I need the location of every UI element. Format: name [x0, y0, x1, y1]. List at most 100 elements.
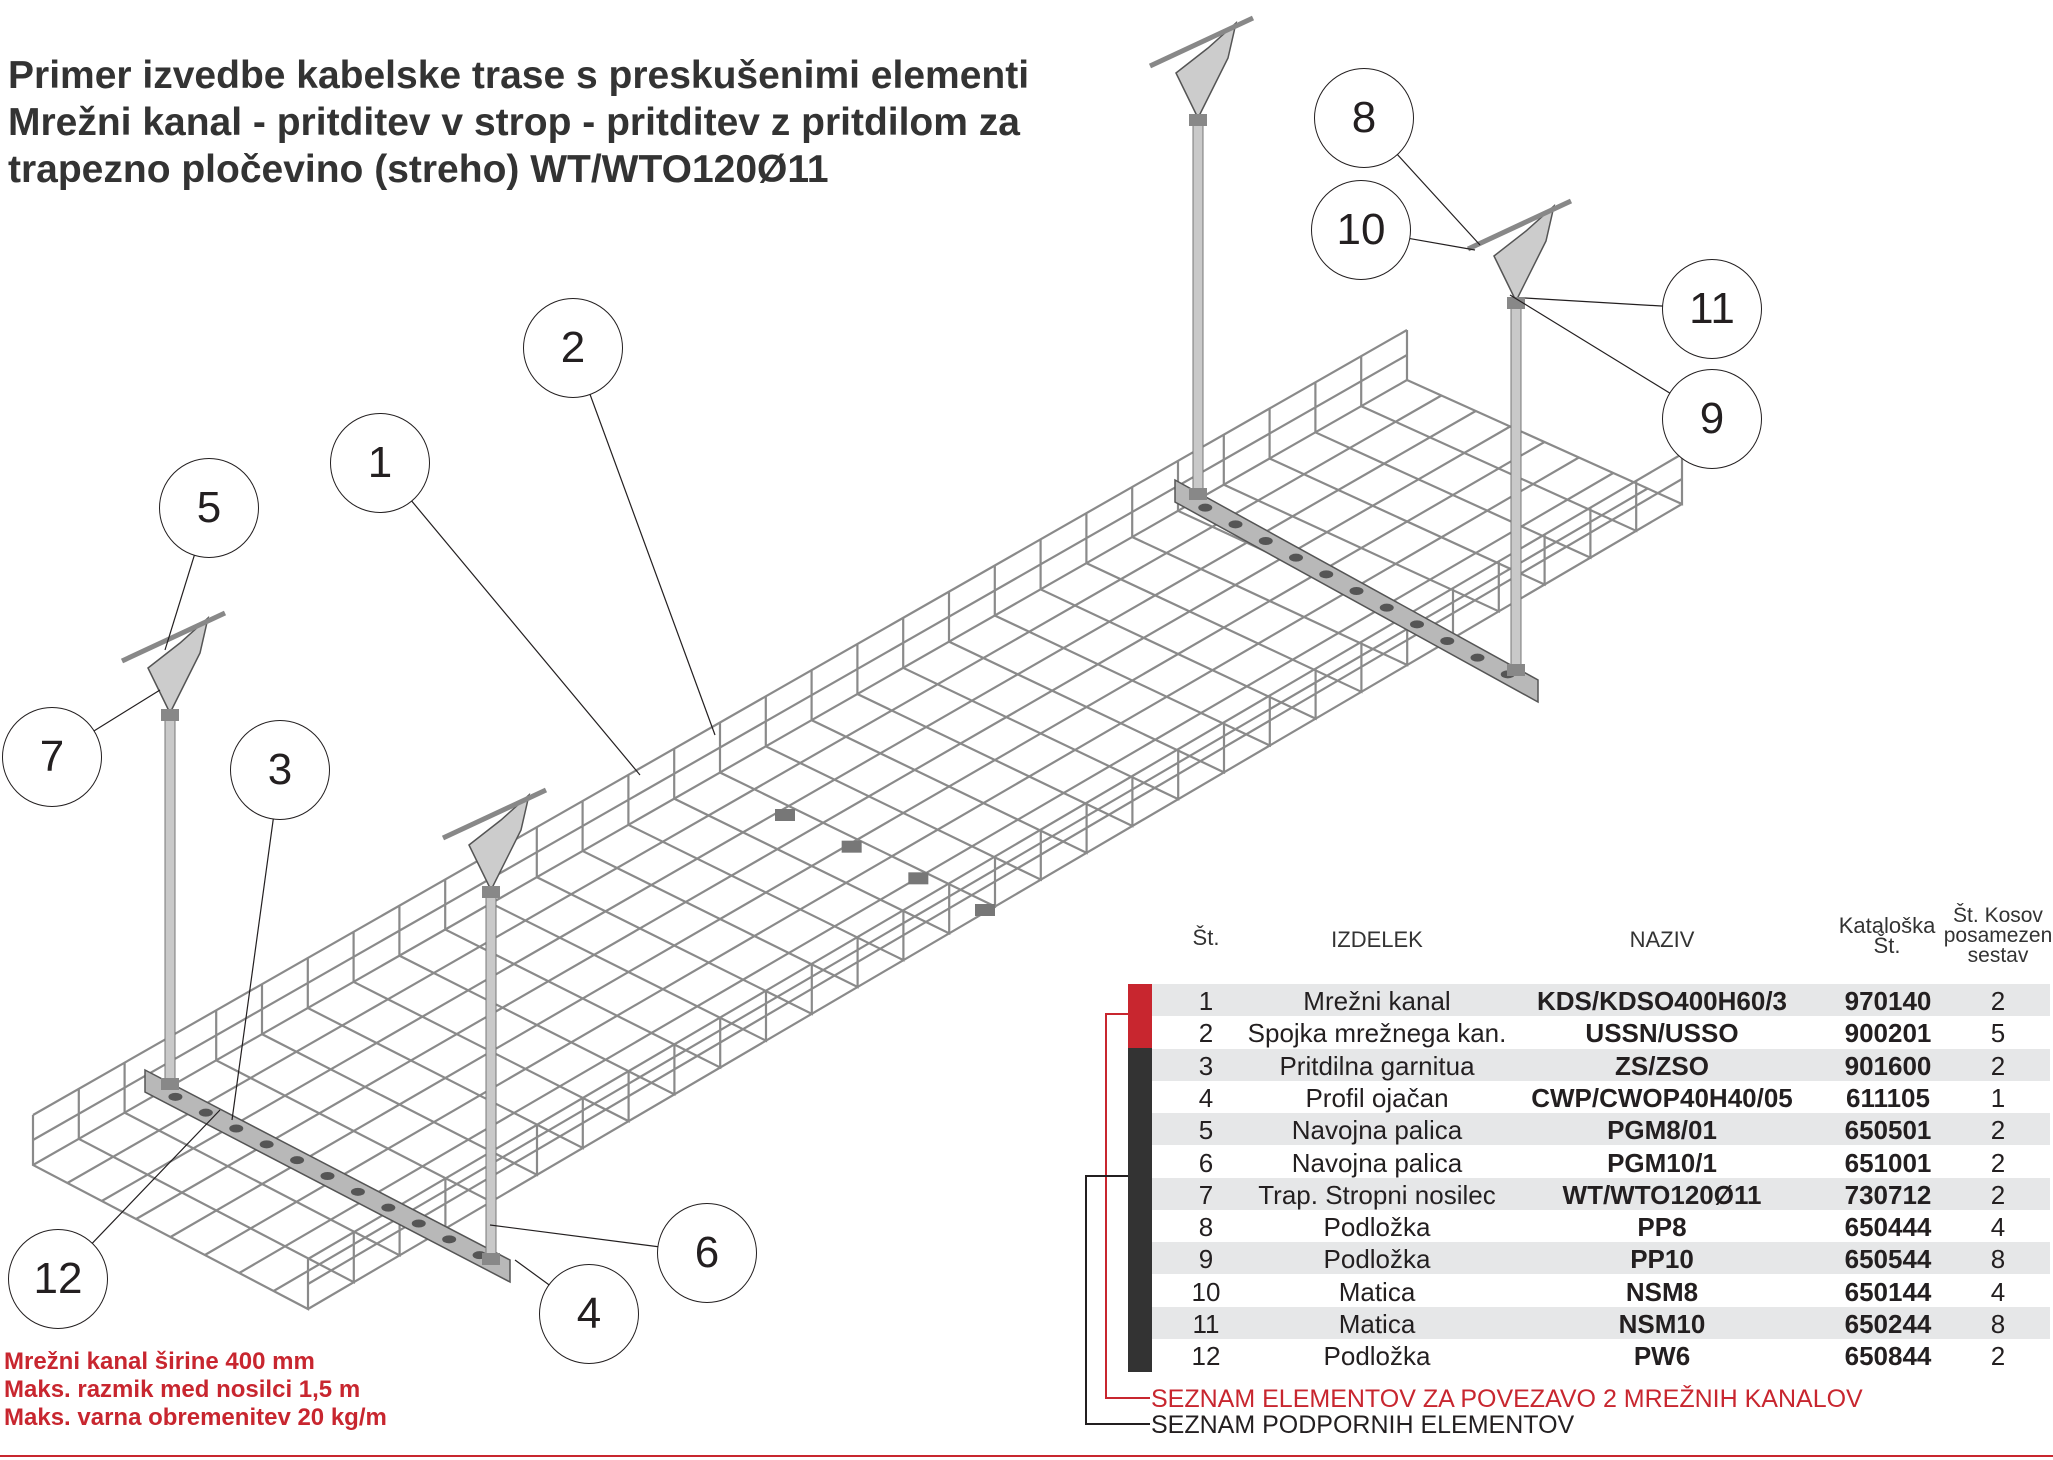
callout-8: 8	[1314, 68, 1414, 168]
callout-11: 11	[1662, 259, 1762, 359]
nut	[161, 1078, 179, 1090]
nut	[161, 709, 179, 721]
cell-qty: 2	[1990, 1341, 2006, 1372]
profile-slot	[290, 1156, 305, 1165]
header-catalog-line: Št.	[1873, 933, 1901, 958]
connector-clip	[841, 840, 862, 853]
profile-slot	[1440, 637, 1455, 645]
connector-clip	[775, 809, 795, 821]
cell-name: ZS/ZSO	[1615, 1050, 1709, 1081]
cell-catalog: 970140	[1844, 986, 1932, 1016]
cell-catalog: 650244	[1844, 1309, 1932, 1339]
profile-slot	[1349, 587, 1364, 595]
nut	[1189, 114, 1207, 126]
cell-catalog: 650501	[1844, 1115, 1932, 1146]
callout-1: 1	[330, 413, 430, 513]
cell-name: PGM10/1	[1607, 1147, 1717, 1178]
cell-name: PP10	[1630, 1244, 1694, 1275]
cell-no: 4	[1198, 1082, 1214, 1113]
cell-no: 2	[1198, 1018, 1214, 1049]
profile-slot	[259, 1140, 274, 1149]
header-no: Št.	[1192, 925, 1220, 950]
legend-support: SEZNAM PODPORNIH ELEMENTOV	[1151, 1411, 1575, 1439]
cell-qty: 2	[1990, 986, 2006, 1016]
cell-no: 10	[1191, 1276, 1221, 1307]
support-bracket-line	[1085, 1175, 1150, 1425]
cell-qty: 8	[1990, 1309, 2006, 1339]
cell-no: 11	[1192, 1309, 1220, 1339]
cell-catalog: 611105	[1846, 1082, 1930, 1113]
support-group-bar	[1128, 1048, 1152, 1372]
legend-connection: SEZNAM ELEMENTOV ZA POVEZAVO 2 MREŽNIH K…	[1151, 1385, 1863, 1413]
cell-name: NSM10	[1618, 1309, 1706, 1339]
cell-no: 1	[1198, 986, 1214, 1016]
cell-name: KDS/KDSO400H60/3	[1537, 986, 1787, 1016]
leader-line	[379, 462, 641, 776]
callout-3: 3	[230, 720, 330, 820]
connector-clip	[908, 872, 929, 885]
cell-catalog: 901600	[1844, 1050, 1932, 1081]
cell-qty: 4	[1990, 1276, 2006, 1307]
cell-product: Podložka	[1323, 1341, 1431, 1372]
note-spacing: Maks. razmik med nosilci 1,5 m	[4, 1376, 361, 1403]
bracket-bolt	[1466, 198, 1573, 252]
cell-qty: 1	[1990, 1082, 2006, 1113]
profile-slot	[1289, 553, 1303, 562]
table-row: 1 Mrežni kanal KDS/KDSO400H60/3 970140 2	[1152, 984, 2050, 1016]
nut	[1189, 488, 1207, 500]
header-product: IZDELEK	[1331, 927, 1423, 952]
cell-product: Navojna palica	[1291, 1115, 1463, 1146]
profile-slot	[1228, 520, 1243, 529]
cell-qty: 8	[1990, 1244, 2006, 1275]
nut	[482, 886, 500, 898]
cell-qty: 2	[1990, 1147, 2006, 1178]
note-load: Maks. varna obremenitev 20 kg/m	[4, 1404, 387, 1431]
cell-qty: 2	[1990, 1115, 2006, 1146]
tray-side-wire	[32, 329, 1408, 1116]
tray-long-wire	[66, 394, 1442, 1184]
title-line: Primer izvedbe kabelske trase s preskuše…	[8, 54, 1030, 97]
callout-5: 5	[159, 458, 259, 558]
trapezoid-ceiling-bracket	[147, 615, 210, 715]
cell-name: NSM8	[1625, 1276, 1699, 1307]
nut	[1507, 664, 1525, 676]
cell-catalog: 900201	[1844, 1018, 1932, 1049]
cell-product: Trap. Stropni nosilec	[1258, 1179, 1496, 1210]
tray-long-wire	[32, 379, 1408, 1166]
cell-product: Podložka	[1323, 1244, 1431, 1275]
profile-slot	[442, 1235, 457, 1244]
trapezoid-ceiling-bracket	[468, 792, 531, 892]
cell-product: Pritdilna garnitua	[1279, 1050, 1475, 1081]
cell-no: 8	[1198, 1212, 1214, 1243]
profile-slot	[1319, 570, 1334, 579]
header-qty: Št. Kosov posamezen sestav	[1944, 904, 2053, 966]
connector-clip	[975, 904, 995, 916]
cell-no: 5	[1198, 1115, 1214, 1146]
cell-catalog: 651001	[1844, 1147, 1932, 1178]
bracket-bolt	[441, 787, 548, 841]
cell-qty: 2	[1990, 1179, 2006, 1210]
cell-qty: 5	[1990, 1018, 2006, 1049]
profile-slot	[1198, 503, 1213, 512]
header-catalog: Kataloška Št.	[1838, 913, 1936, 958]
cell-name: USSN/USSO	[1585, 1018, 1739, 1049]
profile-slot	[168, 1092, 183, 1101]
profile-slot	[229, 1124, 244, 1133]
cell-no: 6	[1198, 1147, 1214, 1178]
tray-side-wire	[307, 453, 1683, 1260]
cell-no: 3	[1198, 1050, 1214, 1081]
header-catalog-line: Kataloška	[1838, 913, 1936, 938]
callout-10: 10	[1311, 180, 1411, 280]
cell-product: Mrežni kanal	[1303, 986, 1451, 1016]
header-qty-line: Št. Kosov	[1953, 904, 2043, 927]
cell-no: 12	[1191, 1341, 1221, 1372]
callout-12: 12	[8, 1229, 108, 1329]
cell-catalog: 650844	[1844, 1341, 1932, 1372]
cell-name: PW6	[1633, 1341, 1691, 1372]
profile-slot	[320, 1172, 335, 1180]
cell-catalog: 730712	[1844, 1179, 1932, 1210]
